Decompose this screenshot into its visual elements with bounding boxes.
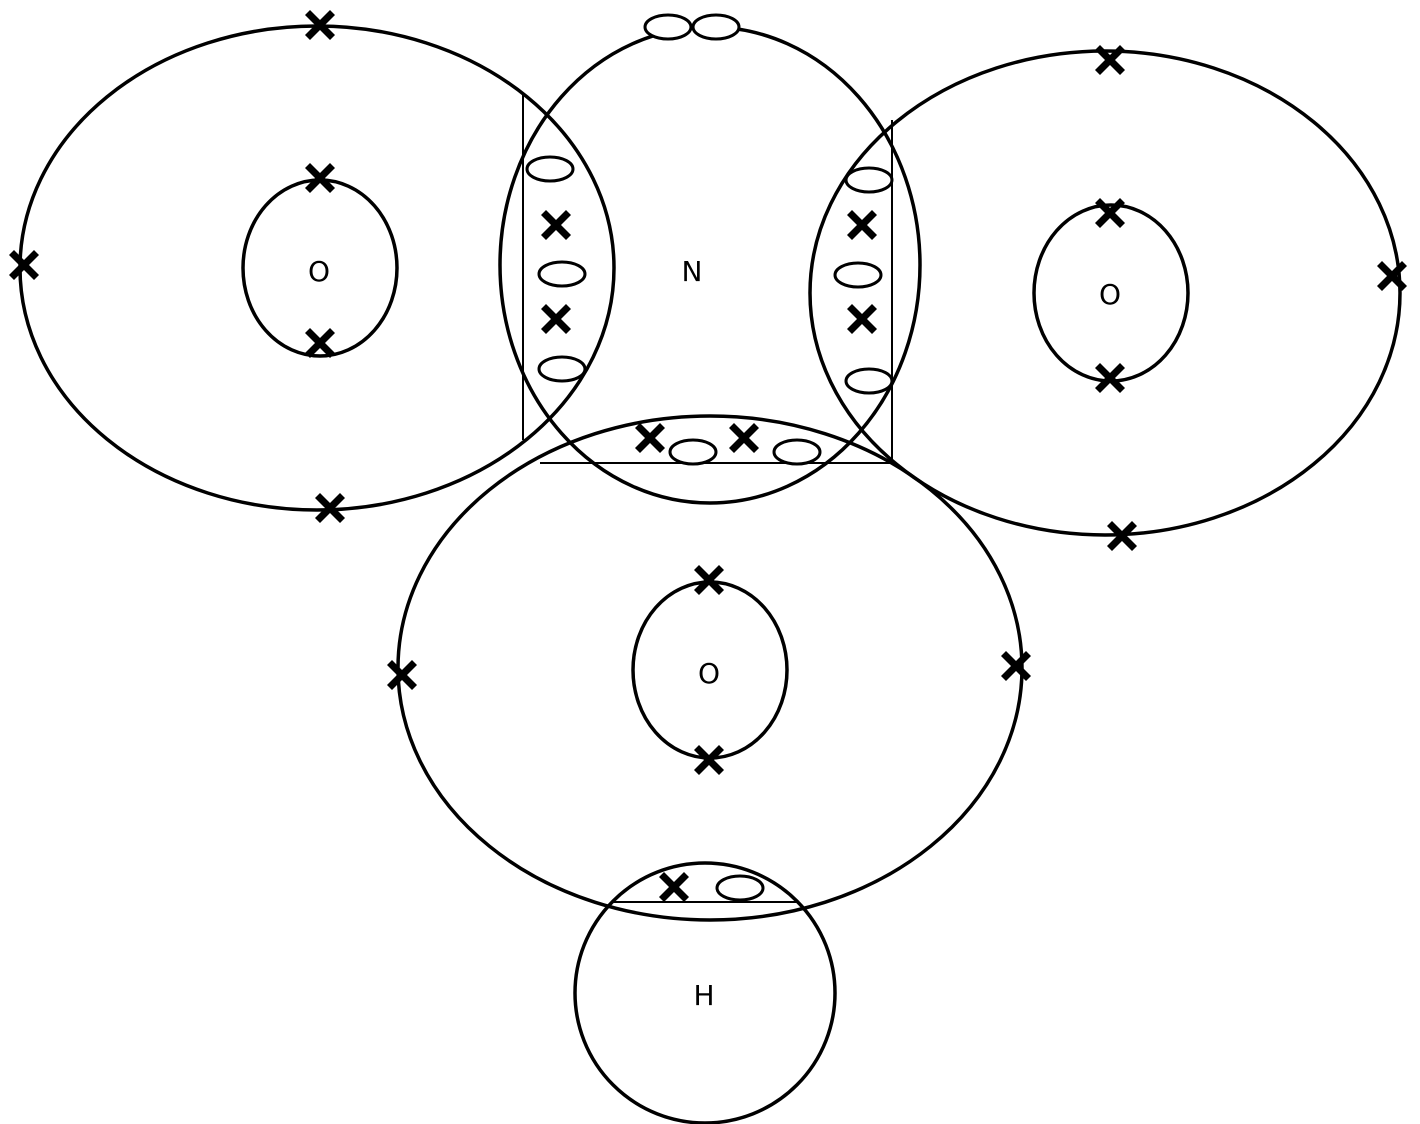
cross-electron-icon	[1377, 261, 1407, 291]
cross-electron-icon	[694, 745, 724, 775]
oval-electron-icon	[844, 166, 894, 194]
cross-electron-icon	[729, 423, 759, 453]
oval-electron-icon	[525, 155, 575, 183]
hydrogen-label: H	[693, 979, 714, 1012]
cross-electron-icon	[694, 565, 724, 595]
cross-electron-icon	[1095, 198, 1125, 228]
oxygen-left-label: O	[308, 255, 330, 288]
oval-electron-icon	[537, 355, 587, 383]
oval-electron-icon	[691, 13, 741, 41]
nitrogen-electrons	[525, 13, 894, 902]
cross-electron-icon	[541, 210, 571, 240]
cross-electron-icon	[1095, 363, 1125, 393]
oval-electron-icon	[833, 261, 883, 289]
oval-electron-icon	[537, 260, 587, 288]
cross-electron-icon	[541, 304, 571, 334]
oxygen-bottom-label: O	[698, 657, 720, 690]
hydrogen-shell	[573, 861, 837, 1124]
oval-electron-icon	[643, 13, 693, 41]
cross-electron-icon	[635, 423, 665, 453]
nitrogen-label: N	[682, 255, 703, 288]
oval-electron-icon	[772, 438, 822, 466]
cross-electron-icon	[305, 163, 335, 193]
oxygen-right-label: O	[1099, 278, 1121, 311]
cross-electron-icon	[847, 304, 877, 334]
cross-electron-icon	[305, 328, 335, 358]
cross-electron-icon	[1001, 651, 1031, 681]
cross-electron-icon	[847, 210, 877, 240]
oval-electron-icon	[844, 367, 894, 395]
atom-labels: O N O O H	[308, 255, 1121, 1012]
cross-electron-icon	[387, 660, 417, 690]
bond-lines	[522, 95, 893, 903]
oval-electron-icon	[668, 438, 718, 466]
cross-electron-icon	[659, 872, 689, 902]
cross-electron-icon	[9, 250, 39, 280]
oval-electron-icon	[715, 874, 765, 902]
